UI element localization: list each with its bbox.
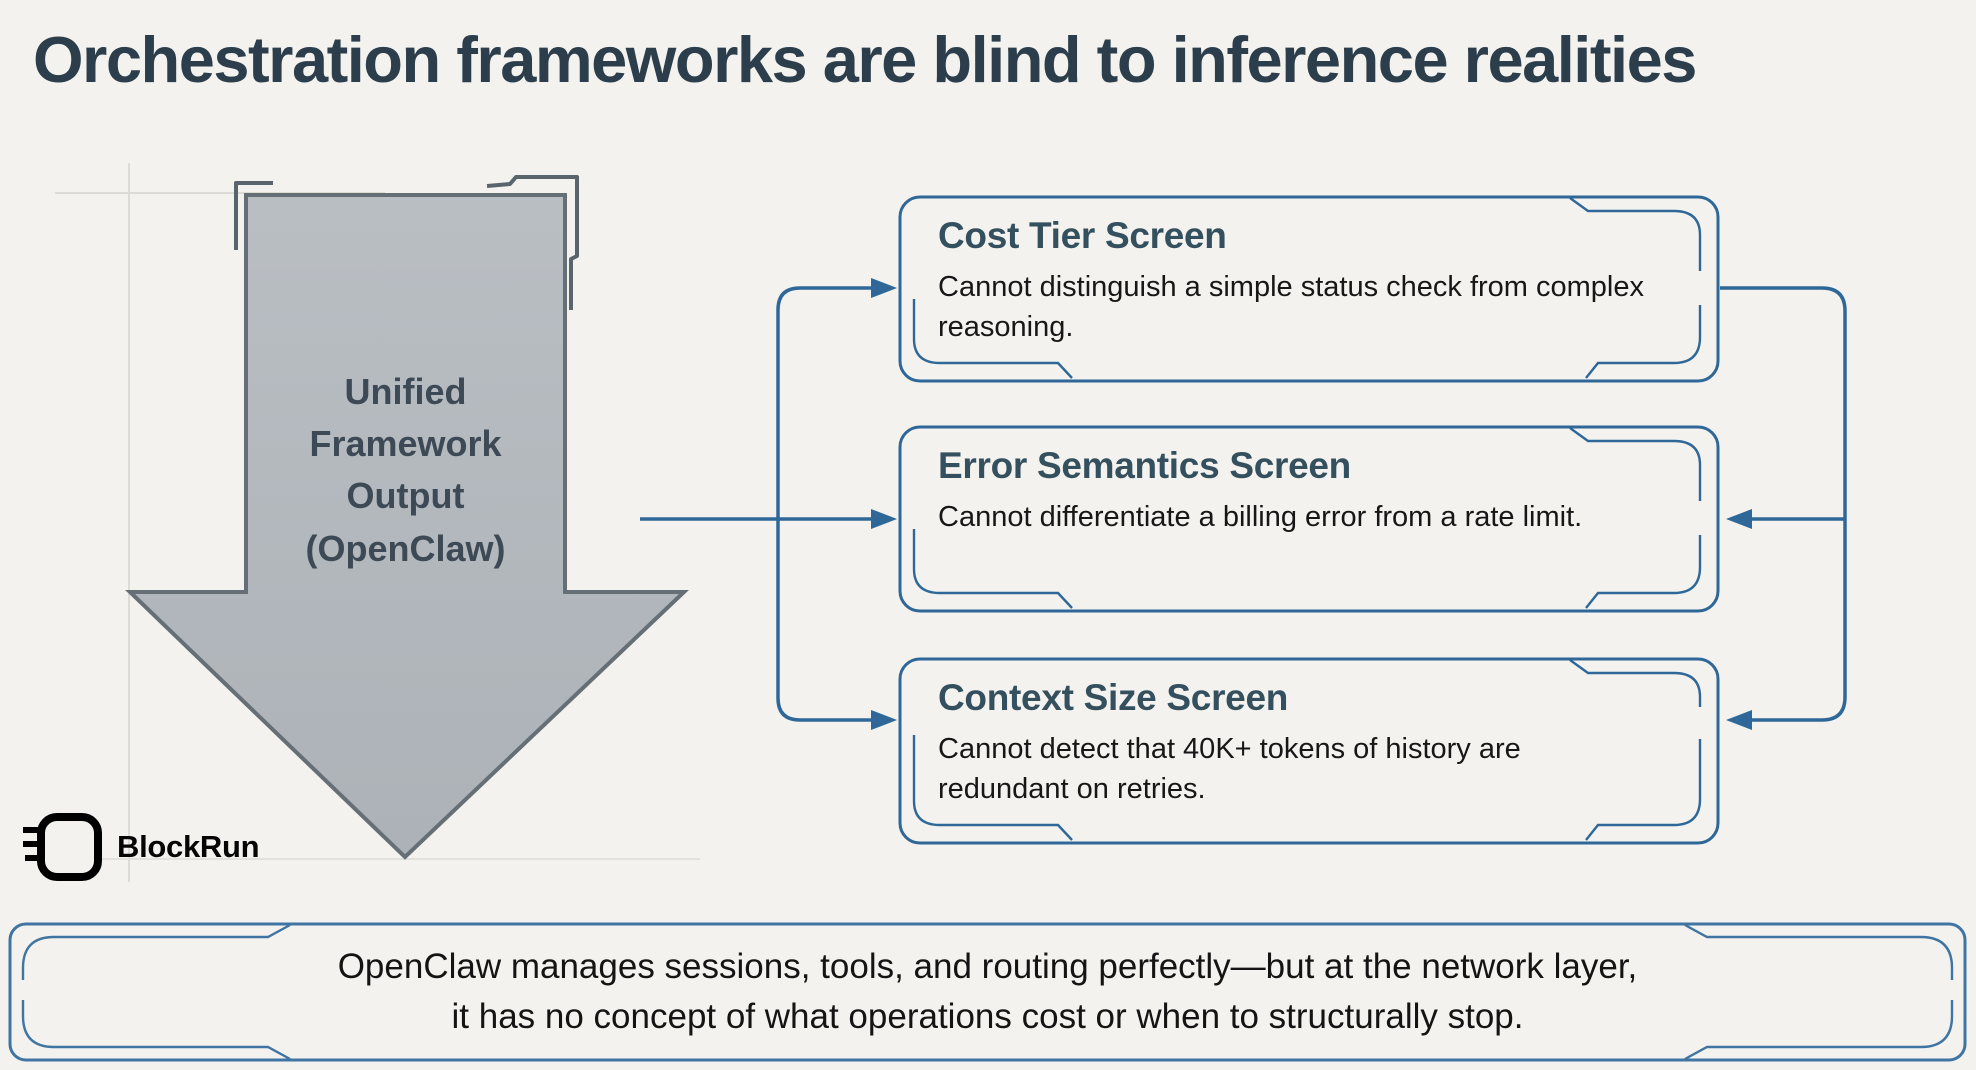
footer-banner: OpenClaw manages sessions, tools, and ro… bbox=[8, 922, 1967, 1062]
right-connector-arrowheads bbox=[1726, 509, 1752, 730]
screen-card-content: Error Semantics Screen Cannot differenti… bbox=[938, 445, 1648, 537]
sketch-border bbox=[898, 657, 1720, 845]
screen-card-content: Cost Tier Screen Cannot distinguish a si… bbox=[938, 215, 1648, 347]
screen-card-context-size: Context Size Screen Cannot detect that 4… bbox=[898, 657, 1720, 845]
funnel-label-line: Framework bbox=[309, 423, 502, 465]
screen-card-description: Cannot distinguish a simple status check… bbox=[938, 271, 1644, 344]
screen-card-title: Error Semantics Screen bbox=[938, 445, 1351, 486]
page-title: Orchestration frameworks are blind to in… bbox=[33, 23, 1697, 96]
footer-text-line1: OpenClaw manages sessions, tools, and ro… bbox=[337, 947, 1638, 986]
screen-card-content: Context Size Screen Cannot detect that 4… bbox=[938, 677, 1648, 809]
funnel-label-line: (OpenClaw) bbox=[305, 527, 506, 569]
left-connector bbox=[640, 286, 872, 722]
screen-card-cost-tier: Cost Tier Screen Cannot distinguish a si… bbox=[898, 195, 1720, 383]
screen-card-description: Cannot detect that 40K+ tokens of histor… bbox=[938, 733, 1521, 806]
brand-name: BlockRun bbox=[117, 829, 260, 864]
sketch-border bbox=[8, 922, 1967, 1062]
brand-logo: BlockRun bbox=[23, 810, 260, 884]
screen-card-title: Context Size Screen bbox=[938, 677, 1289, 718]
blockrun-chip-icon bbox=[23, 813, 102, 881]
footer-text: OpenClaw manages sessions, tools, and ro… bbox=[8, 942, 1967, 1042]
sketch-border bbox=[898, 195, 1720, 383]
left-connector-arrowheads bbox=[871, 278, 897, 730]
funnel-label: Unified Framework Output (OpenClaw) bbox=[246, 366, 565, 575]
funnel-label-line: Unified bbox=[344, 371, 467, 412]
funnel-label-line: Output bbox=[346, 475, 465, 517]
screen-card-title: Cost Tier Screen bbox=[938, 215, 1227, 256]
screen-card-error-semantics: Error Semantics Screen Cannot differenti… bbox=[898, 425, 1720, 613]
right-connector bbox=[1720, 286, 1847, 722]
sketch-brackets bbox=[234, 175, 579, 310]
sketch-border bbox=[898, 425, 1720, 613]
footer-text-line2: it has no concept of what operations cos… bbox=[451, 997, 1524, 1037]
screen-card-description: Cannot differentiate a billing error fro… bbox=[938, 501, 1583, 533]
